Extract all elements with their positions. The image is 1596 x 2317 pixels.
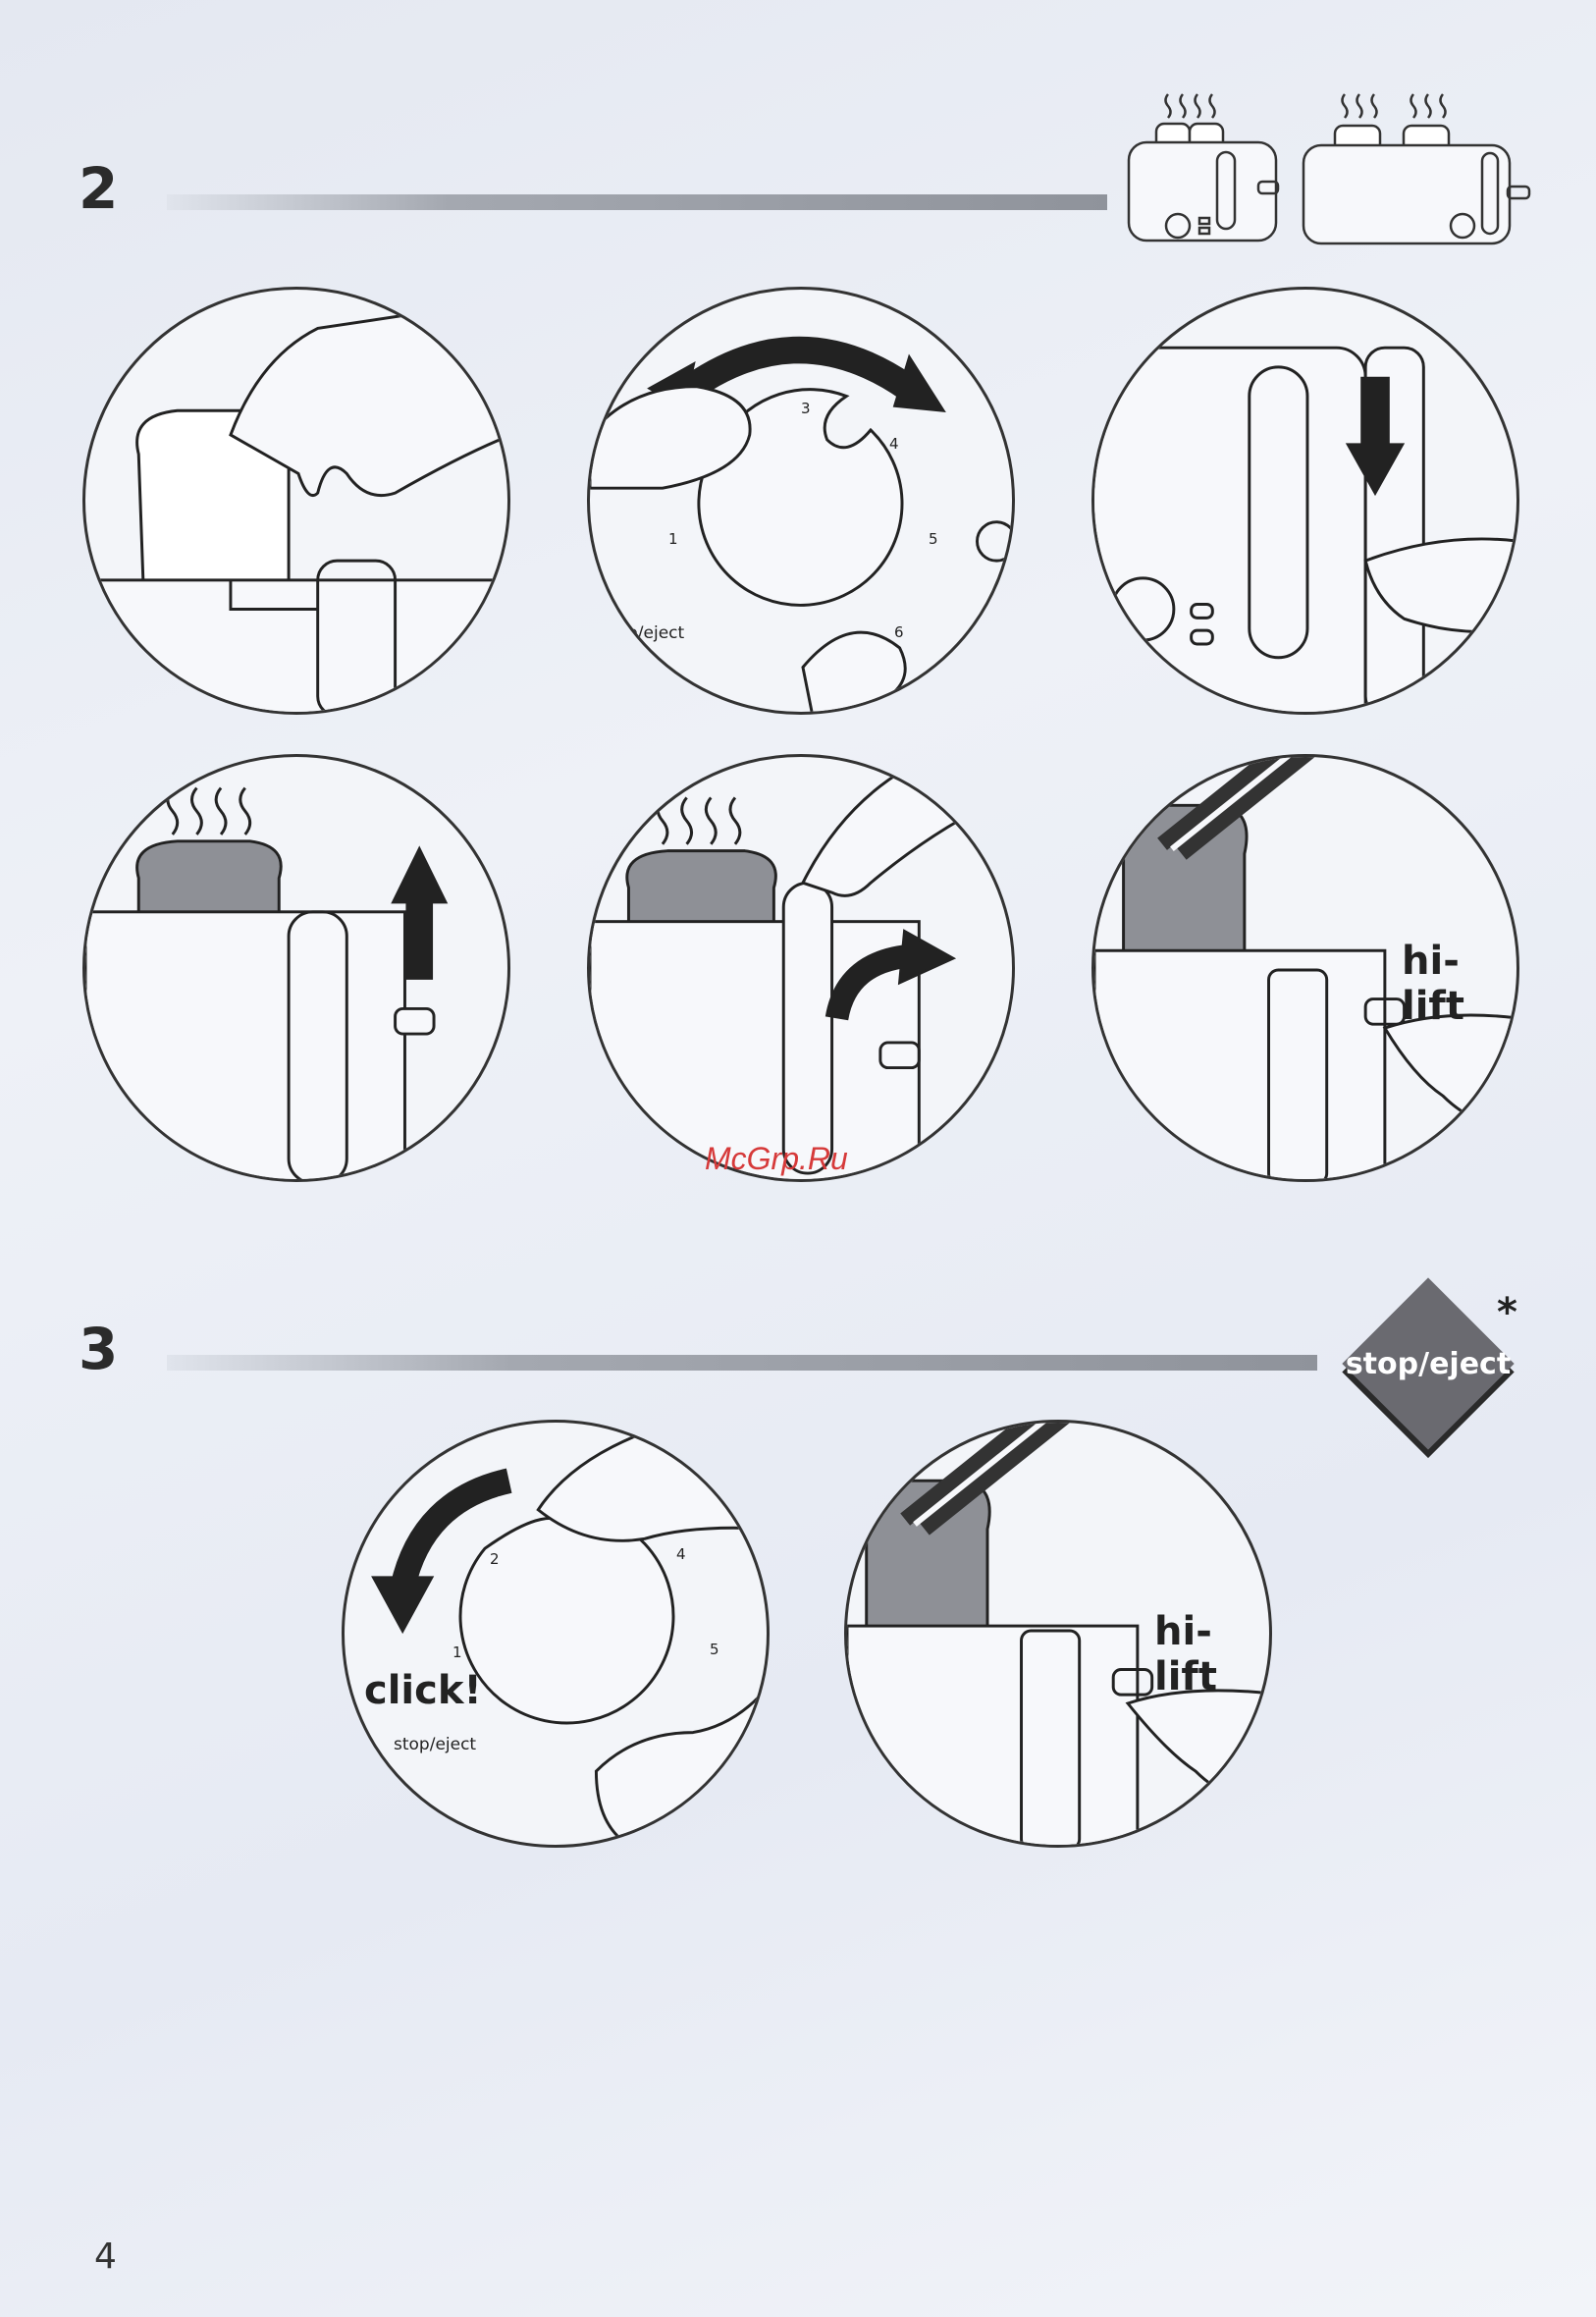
dial-number: 5 (710, 1641, 719, 1658)
steam-icon (658, 797, 740, 843)
hand-icon (538, 1423, 767, 1540)
toaster-2-slot-icon (1119, 88, 1286, 255)
step-2-divider (167, 194, 1107, 210)
badge-text: stop/eject (1335, 1347, 1521, 1381)
panel-hi-lift-top: hi-lift (1091, 754, 1519, 1182)
dial-icon (460, 1518, 673, 1723)
badge-asterisk: * (1497, 1290, 1517, 1335)
stop-eject-badge: stop/eject * (1335, 1270, 1521, 1457)
click-label: click! (364, 1668, 482, 1713)
step-3-number: 3 (79, 1316, 118, 1382)
dial-stop-label: p/eject (627, 623, 684, 643)
panel-set-dial: 1 3 4 5 6 p/eject (587, 287, 1015, 715)
watermark: McGrp.Ru (705, 1141, 848, 1177)
dial-number: 1 (668, 530, 678, 548)
dial-number: 4 (889, 435, 899, 453)
step-2-number: 2 (79, 155, 118, 222)
panel-lift-toast (587, 754, 1015, 1182)
page-number: 4 (94, 2236, 117, 2277)
hand-icon (1128, 1691, 1269, 1810)
step-3-divider (167, 1355, 1317, 1371)
dial-number: 5 (929, 530, 938, 548)
panel-toast-pops-up (82, 754, 510, 1182)
hand-icon (1385, 1015, 1516, 1135)
stop-eject-label: stop/eject (394, 1735, 476, 1754)
panel-hi-lift-bottom: hi-lift (844, 1420, 1272, 1848)
hand-icon (803, 767, 986, 895)
steam-icon (168, 788, 250, 835)
toaster-long-slot-icon (1296, 88, 1541, 285)
panel-press-lever (1091, 287, 1519, 715)
dial-number: 4 (676, 1545, 686, 1563)
dial-number: 6 (894, 623, 904, 641)
dial-number: 1 (452, 1643, 462, 1661)
dial-number: 3 (801, 400, 811, 417)
hi-lift-label: hi-lift (1402, 939, 1516, 1029)
panel-insert-bread (82, 287, 510, 715)
panel-stop-eject-dial: 1 2 4 5 click! stop/eject (342, 1420, 770, 1848)
dial-number: 2 (490, 1550, 500, 1568)
hi-lift-label: hi-lift (1154, 1609, 1269, 1699)
